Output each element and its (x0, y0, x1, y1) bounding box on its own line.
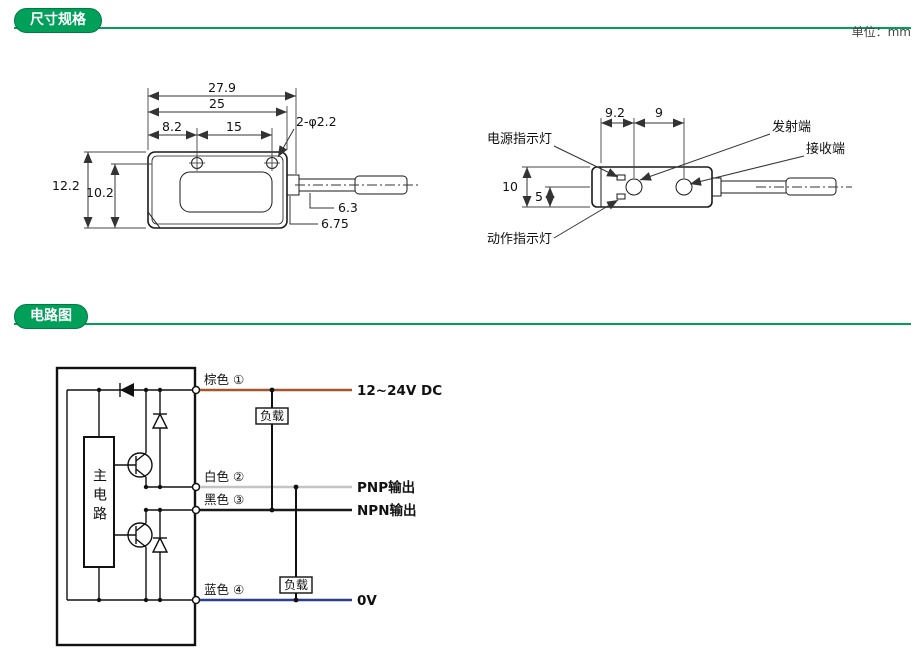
t2-emitter (135, 538, 147, 548)
load-label-1: 负载 (260, 409, 284, 423)
junction-dot (157, 597, 163, 603)
leader-emitter (639, 133, 771, 181)
terminal-label-power: 12~24V DC (357, 383, 442, 399)
junction-dot (96, 597, 102, 603)
dim-6-3: 6.3 (338, 200, 358, 215)
wire-label-black: 黑色 ③ (204, 492, 244, 507)
section-title-circuit: 电路图 (14, 304, 88, 329)
wire-label-white: 白色 ② (204, 469, 244, 484)
junction-dot (269, 387, 275, 393)
leader-6-75 (289, 196, 318, 225)
leader-operation-indicator (553, 199, 619, 239)
section-title-dimensions: 尺寸规格 (14, 8, 102, 33)
power-indicator-label: 电源指示灯 (487, 132, 552, 147)
wire-label-blue: 蓝色 ④ (204, 582, 244, 597)
cable-boot (711, 177, 722, 197)
main-circuit-block (83, 436, 115, 568)
sensor-recess (179, 171, 273, 213)
junction-dot (143, 484, 149, 490)
junction-dot (96, 387, 102, 393)
terminal-label-npn: NPN输出 (357, 502, 417, 519)
main-circuit-label: 主电路 (91, 468, 107, 525)
dim-10: 10 (502, 179, 518, 194)
leader-power-indicator (553, 145, 619, 178)
wire-label-brown: 棕色 ① (204, 372, 244, 387)
emitter-lens (625, 178, 643, 196)
dim-12-2: 12.2 (52, 178, 80, 193)
t1-collector (135, 468, 147, 478)
top-view-drawing: 9.2 9 10 5 电源指示灯 动作指示灯 发射端 接收端 (487, 105, 852, 247)
dim-holes: 2-φ2.2 (296, 114, 337, 129)
junction-dot (157, 484, 163, 490)
dim-15: 15 (226, 119, 242, 134)
side-view-drawing: 27.9 25 8.2 15 2-φ2.2 12.2 10.2 6.3 6.75 (52, 80, 420, 231)
leader-6-3 (309, 193, 334, 209)
dim-6-75: 6.75 (321, 216, 349, 231)
terminal-label-pnp: PNP输出 (357, 479, 415, 496)
load-label-2: 负载 (284, 578, 308, 592)
terminal-black (191, 505, 201, 515)
operation-indicator-label: 动作指示灯 (487, 232, 552, 247)
junction-dot (157, 507, 163, 513)
section-divider-dimensions (14, 27, 911, 29)
leader-holes (277, 128, 295, 158)
load-box-2 (279, 576, 313, 594)
dim-10-2: 10.2 (86, 185, 114, 200)
t2-collector (135, 522, 147, 532)
receiver-label: 接收端 (806, 141, 845, 157)
dim-25: 25 (209, 96, 225, 111)
emitter-label: 发射端 (772, 119, 811, 135)
terminal-blue (191, 595, 201, 605)
zener-diode-2 (151, 536, 169, 553)
unit-label: 单位：mm (851, 25, 911, 39)
junction-dot (143, 507, 149, 513)
junction-dot (293, 484, 299, 490)
section-divider-circuit (14, 323, 911, 325)
sensor-body-inner-outline (151, 155, 284, 225)
circuit-enclosure (55, 366, 197, 647)
protection-diode (120, 383, 134, 397)
junction-dot (143, 597, 149, 603)
terminal-white (191, 482, 201, 492)
dim-8-2: 8.2 (162, 119, 182, 134)
operation-indicator-led (616, 193, 626, 200)
body-chamfer (147, 211, 161, 229)
circuit-diagram: 棕色 ① 白色 ② 黑色 ③ 蓝色 ④ 12~24V DC PNP输出 NPN输… (55, 366, 442, 647)
terminal-label-0v: 0V (357, 593, 377, 609)
dim-9-2: 9.2 (605, 105, 625, 120)
dim-27-9: 27.9 (208, 80, 236, 95)
dim-9: 9 (655, 105, 663, 120)
leader-receiver (689, 155, 805, 186)
dim-5: 5 (535, 189, 543, 204)
terminal-brown (191, 385, 201, 395)
junction-dot (143, 387, 149, 393)
power-indicator-led (616, 174, 626, 181)
load-box-1 (255, 407, 289, 425)
zener-diode-1 (151, 412, 169, 429)
receiver-lens (675, 178, 693, 196)
junction-dot (293, 597, 299, 603)
junction-dot (157, 387, 163, 393)
t1-emitter (135, 452, 147, 462)
junction-dot (269, 507, 275, 513)
